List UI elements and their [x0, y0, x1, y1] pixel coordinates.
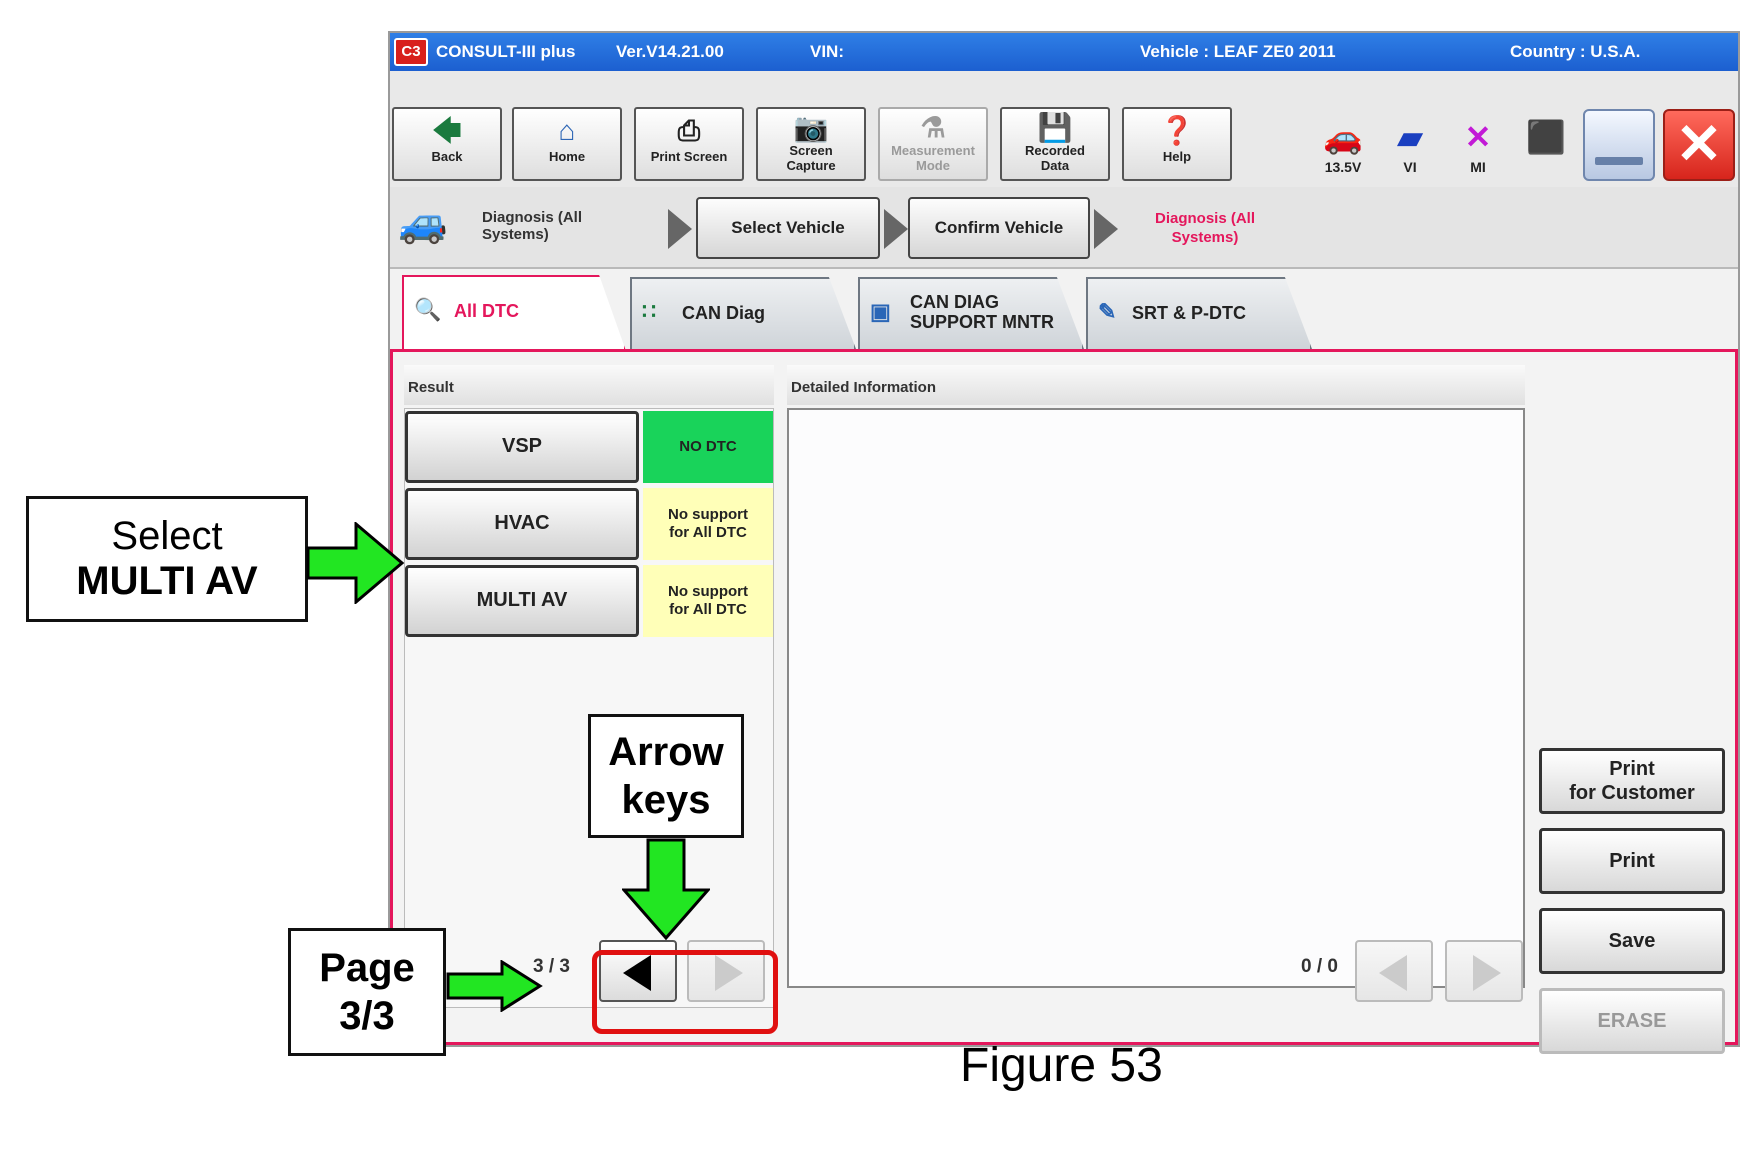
country-label: Country : U.S.A. — [1510, 42, 1641, 61]
breadcrumb-root: Diagnosis (All Systems) — [482, 209, 583, 243]
consult-logo-icon: C3 — [394, 38, 428, 66]
vin-label: VIN: — [810, 42, 844, 61]
printer-icon: ⎙ — [677, 115, 701, 146]
vsp-button[interactable]: VSP — [405, 411, 639, 483]
figure-caption: Figure 53 — [960, 1039, 1163, 1092]
arrow-left-icon — [623, 955, 651, 991]
vi-connection-icon: ▰ — [1397, 119, 1423, 155]
title-bar: C3 CONSULT-III plus Ver.V14.21.00 VIN: V… — [390, 33, 1738, 71]
save-button[interactable]: Save — [1539, 908, 1725, 974]
product-name: CONSULT-III plus — [436, 42, 576, 61]
tab-srt-p-dtc[interactable]: ✎ SRT & P-DTC — [1086, 277, 1312, 349]
status-badge: No support for All DTC — [643, 488, 773, 560]
recorded-data-icon: 💾 — [1037, 112, 1073, 143]
arrow-right-annotation-icon — [306, 522, 405, 604]
help-button[interactable]: ❓ Help — [1122, 107, 1232, 181]
measurement-icon: ⚗ — [920, 112, 946, 143]
minimize-button[interactable] — [1583, 109, 1655, 181]
back-button[interactable]: 🡄 Back — [392, 107, 502, 181]
mi-indicator: ✕ MI — [1448, 115, 1508, 175]
back-arrow-icon: 🡄 — [432, 115, 462, 146]
breadcrumb-current: Diagnosis (All Systems) — [1154, 210, 1255, 246]
chevron-right-icon — [668, 209, 692, 249]
diagnosis-car-icon: 🚙 — [398, 201, 448, 245]
detail-prev-page-button[interactable] — [1355, 940, 1433, 1002]
version-label: Ver.V14.21.00 — [616, 42, 724, 61]
tag-indicator: ⬛ — [1516, 115, 1576, 159]
breadcrumb: 🚙 Diagnosis (All Systems) Select Vehicle… — [390, 187, 1738, 269]
detailed-information-area — [787, 408, 1525, 988]
result-header: Result — [404, 365, 774, 405]
home-icon: ⌂ — [558, 115, 576, 146]
arrow-right-icon — [715, 955, 743, 991]
all-dtc-panel: Result Detailed Information VSP NO DTC H… — [390, 349, 1738, 1054]
select-multi-av-callout: Select MULTI AV — [26, 496, 308, 622]
measurement-mode-button[interactable]: ⚗ Measurement Mode — [878, 107, 988, 181]
can-diag-icon: ∷ — [642, 299, 656, 324]
print-for-customer-button[interactable]: Print for Customer — [1539, 748, 1725, 814]
select-vehicle-button[interactable]: Select Vehicle — [696, 197, 880, 259]
confirm-vehicle-button[interactable]: Confirm Vehicle — [908, 197, 1090, 259]
hvac-button[interactable]: HVAC — [405, 488, 639, 560]
all-dtc-icon: 🔍 — [414, 297, 442, 322]
help-icon: ❓ — [1159, 115, 1195, 146]
arrow-keys-highlight — [592, 950, 778, 1034]
vehicle-label: Vehicle : LEAF ZE0 2011 — [1140, 42, 1336, 61]
mi-disconnected-icon: ✕ — [1464, 119, 1492, 155]
status-badge: NO DTC — [643, 411, 773, 483]
detail-next-page-button[interactable] — [1445, 940, 1523, 1002]
arrow-down-annotation-icon — [622, 838, 710, 941]
home-button[interactable]: ⌂ Home — [512, 107, 622, 181]
arrow-keys-callout: Arrow keys — [588, 714, 744, 838]
status-badge: No support for All DTC — [643, 565, 773, 637]
toolbar: 🡄 Back ⌂ Home ⎙ Print Screen 📷 Screen Ca… — [390, 71, 1738, 187]
tag-icon: ⬛ — [1526, 119, 1566, 155]
arrow-left-icon — [1379, 955, 1407, 991]
car-icon: 🚗 — [1323, 119, 1363, 155]
arrow-right-icon — [1473, 955, 1501, 991]
result-list: VSP NO DTC HVAC No support for All DTC M… — [404, 408, 774, 1008]
battery-voltage-indicator: 🚗 13.5V — [1308, 115, 1378, 175]
chevron-right-icon — [884, 209, 908, 249]
recorded-data-button[interactable]: 💾 Recorded Data — [1000, 107, 1110, 181]
print-screen-button[interactable]: ⎙ Print Screen — [634, 107, 744, 181]
camera-icon: 📷 — [793, 112, 829, 143]
tab-can-diag[interactable]: ∷ CAN Diag — [630, 277, 856, 349]
multi-av-button[interactable]: MULTI AV — [405, 565, 639, 637]
print-button[interactable]: Print — [1539, 828, 1725, 894]
vi-indicator: ▰ VI — [1380, 115, 1440, 175]
arrow-right-annotation-icon — [446, 960, 543, 1012]
result-page-indicator: 3 / 3 — [533, 956, 570, 977]
tab-can-diag-support-mntr[interactable]: ▣ CAN DIAG SUPPORT MNTR — [858, 277, 1084, 349]
detail-page-indicator: 0 / 0 — [1301, 956, 1338, 977]
chevron-right-icon — [1094, 209, 1118, 249]
can-support-icon: ▣ — [870, 299, 891, 324]
detailed-information-header: Detailed Information — [787, 365, 1525, 405]
srt-icon: ✎ — [1098, 299, 1117, 324]
page-3-3-callout: Page 3/3 — [288, 928, 446, 1056]
consult-window: C3 CONSULT-III plus Ver.V14.21.00 VIN: V… — [388, 31, 1740, 1054]
erase-button[interactable]: ERASE — [1539, 988, 1725, 1054]
tab-all-dtc[interactable]: 🔍 All DTC — [402, 275, 626, 351]
close-button[interactable]: ✕ — [1663, 109, 1735, 181]
screen-capture-button[interactable]: 📷 Screen Capture — [756, 107, 866, 181]
